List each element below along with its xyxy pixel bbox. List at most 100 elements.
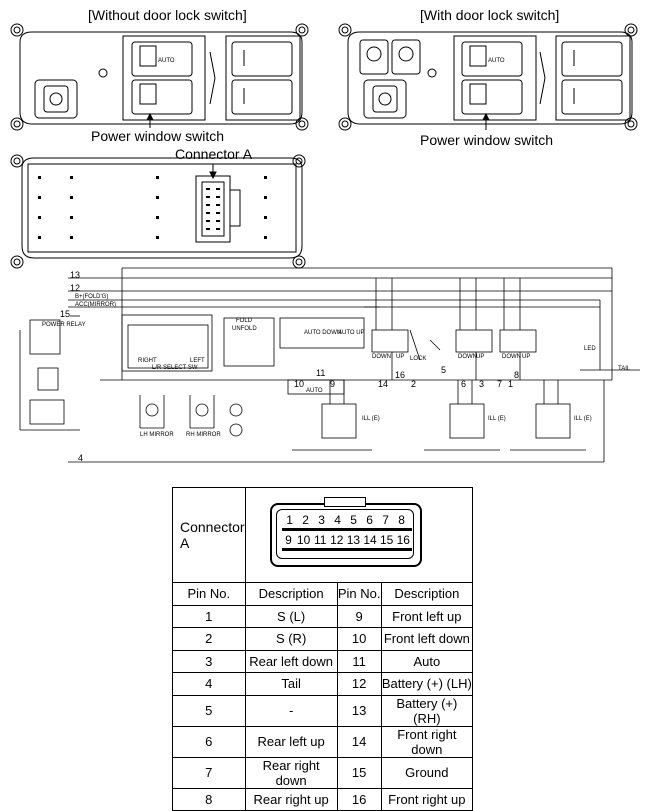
label-ill-3: ILL (E)	[574, 416, 592, 422]
label-lh-mirror: LH MIRROR	[140, 432, 174, 438]
wire-16: 16	[395, 370, 406, 380]
wire-12: 12	[70, 283, 81, 293]
connector-a-label: Connector A	[180, 519, 245, 551]
pin-7: 7	[382, 513, 389, 527]
wire-8: 8	[514, 370, 520, 380]
callout-power-window-switch-right: Power window switch	[420, 132, 554, 148]
table-cell: 13	[336, 694, 382, 727]
table-cell: Rear right up	[244, 787, 338, 811]
wire-1: 1	[508, 379, 514, 389]
label-up-1: UP	[396, 354, 405, 360]
auto-label-left: AUTO	[158, 58, 175, 64]
label-select: L/R SELECT SW	[152, 365, 198, 371]
connector-top-pins: 1 2 3 4 5 6 7 8	[282, 513, 412, 527]
wire-10: 10	[294, 379, 305, 389]
header-description-2: Description	[380, 582, 474, 606]
pin-6: 6	[366, 513, 373, 527]
table-cell: -	[244, 694, 338, 727]
wire-6: 6	[461, 379, 467, 389]
label-ill-2: ILL (E)	[488, 416, 506, 422]
table-cell: Tail	[244, 672, 338, 696]
wire-7: 7	[497, 379, 503, 389]
table-cell: Battery (+) (RH)	[380, 694, 474, 727]
label-auto-box: AUTO	[306, 388, 323, 394]
label-power-relay: POWER RELAY	[42, 322, 86, 328]
switch-assembly-bottom-view	[10, 154, 306, 269]
label-bfold: B+(FOLD'G)	[75, 294, 109, 300]
table-cell: 10	[336, 627, 382, 651]
bottom-view-pads	[38, 176, 267, 239]
pin-2: 2	[302, 513, 309, 527]
label-ill-1: ILL (E)	[362, 416, 380, 422]
label-led: LED	[584, 346, 596, 352]
label-tail: TAIL	[618, 366, 631, 372]
table-cell: Rear left up	[244, 725, 338, 758]
table-cell: 9	[336, 604, 382, 628]
connector-a-pin-table: Connector A 1 2 3 4 5 6 7 8 9	[172, 487, 474, 811]
wiring-diagram	[19, 267, 640, 463]
table-cell: Front left up	[380, 604, 474, 628]
title-with-door-lock: [With door lock switch]	[420, 7, 560, 23]
label-fold: FOLD	[236, 318, 253, 324]
label-right: RIGHT	[138, 358, 157, 364]
table-cell: S (L)	[244, 604, 338, 628]
pin-14: 14	[363, 533, 377, 547]
table-cell: Battery (+) (LH)	[380, 672, 474, 696]
table-header-row: Pin No. Description Pin No. Description	[172, 582, 474, 606]
label-down-1: DOWN	[372, 354, 391, 360]
table-cell: 4	[172, 672, 246, 696]
switch-assembly-without-lock	[10, 23, 309, 131]
label-unfold: UNFOLD	[232, 326, 257, 332]
table-cell: 6	[172, 725, 246, 758]
label-left: LEFT	[190, 358, 205, 364]
label-down-2: DOWN	[458, 354, 477, 360]
wire-13: 13	[70, 270, 81, 280]
table-cell: 3	[172, 649, 246, 673]
wire-4: 4	[78, 453, 84, 463]
pin-4: 4	[334, 513, 341, 527]
pin-12: 12	[330, 533, 344, 547]
pin-3: 3	[318, 513, 325, 527]
table-cell: Rear left down	[244, 649, 338, 673]
table-cell: Auto	[380, 649, 474, 673]
wire-5: 5	[441, 365, 447, 375]
pin-16: 16	[396, 533, 410, 547]
connector-a-image-cell: 1 2 3 4 5 6 7 8 9 10 11 12 13 14	[244, 487, 474, 583]
table-cell: 12	[336, 672, 382, 696]
label-down-3: DOWN	[502, 354, 521, 360]
wire-15: 15	[60, 309, 71, 319]
connector-bottom-pins: 9 10 11 12 13 14 15 16	[282, 533, 412, 547]
pin-5: 5	[350, 513, 357, 527]
switch-drawings	[10, 23, 638, 269]
wire-3: 3	[479, 379, 485, 389]
table-cell: Front right up	[380, 787, 474, 811]
pin-1: 1	[286, 513, 293, 527]
label-up-2: UP	[476, 354, 485, 360]
label-auto-up: AUTO UP	[338, 330, 365, 336]
connector-a-label-cell: Connector A	[172, 487, 246, 583]
table-cell: 8	[172, 787, 246, 811]
connector-a-drawing: 1 2 3 4 5 6 7 8 9 10 11 12 13 14	[269, 495, 460, 575]
table-cell: 16	[336, 787, 382, 811]
label-auto-down: AUTO DOWN	[304, 330, 342, 336]
pin-13: 13	[346, 533, 361, 547]
wire-2: 2	[411, 379, 417, 389]
pin-15: 15	[379, 533, 394, 547]
header-description-1: Description	[244, 582, 338, 606]
table-cell: 5	[172, 694, 246, 727]
wire-9: 9	[330, 379, 336, 389]
table-cell: 2	[172, 627, 246, 651]
table-cell: 14	[336, 725, 382, 758]
title-without-door-lock: [Without door lock switch]	[88, 7, 247, 23]
pin-11: 11	[313, 533, 327, 547]
header-pin-no-2: Pin No.	[336, 582, 382, 606]
wire-11: 11	[316, 368, 326, 378]
pin-10: 10	[296, 533, 311, 547]
